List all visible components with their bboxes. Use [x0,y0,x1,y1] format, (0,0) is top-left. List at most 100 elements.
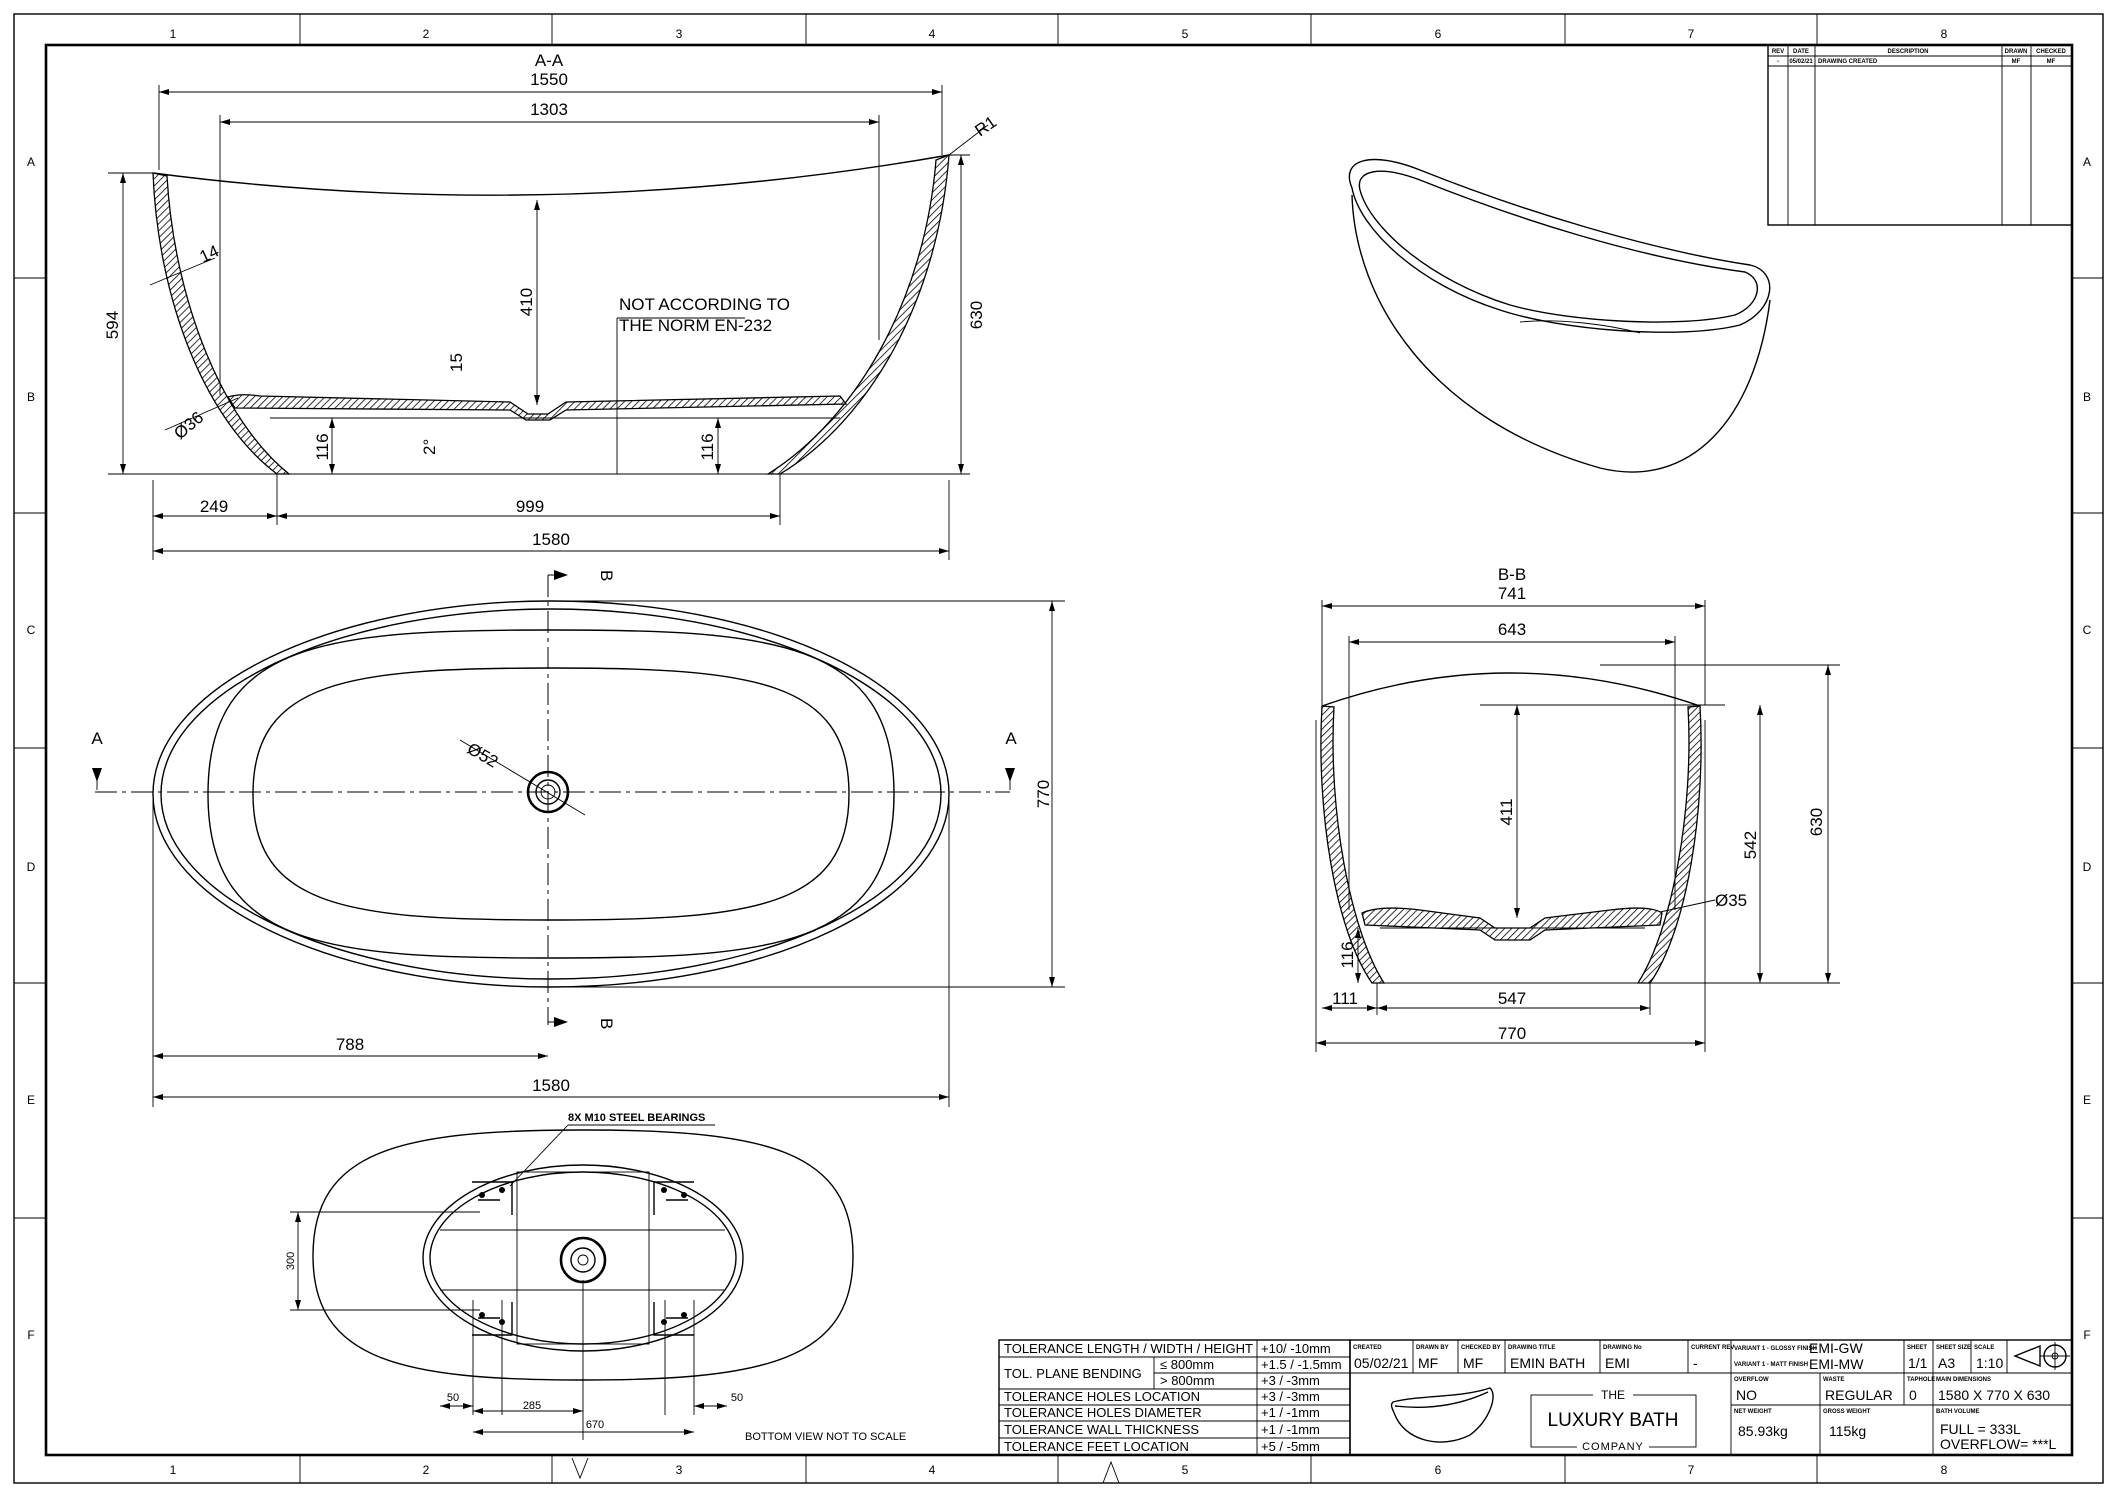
tolerance-value: +1 / -1mm [1261,1422,1320,1437]
projection-symbol-icon [2013,1342,2070,1370]
row-label: D [27,860,36,874]
row-label: C [27,623,36,637]
bath-volume-overflow: OVERFLOW= ***L [1940,1436,2057,1452]
drawn-cell: MF [2012,59,2021,65]
dim-116-bb: 116 [1338,941,1357,968]
gross-weight-value: 115kg [1829,1423,1866,1439]
tolerance-value: +10/ -10mm [1261,1341,1331,1356]
dim-999: 999 [516,497,544,516]
dim-300: 300 [285,1252,297,1270]
dim-788: 788 [336,1035,364,1054]
col-label: 7 [1688,1463,1695,1477]
bath-volume-label: BATH VOLUME [1936,1409,1980,1415]
col-label: 2 [423,1463,430,1477]
norm-note-line2: THE NORM EN-232 [619,316,772,335]
current-rev-label: CURRENT REV [1691,1345,1734,1351]
rev-cell: - [1777,59,1779,65]
bath-thumbnail-icon [1390,1387,1494,1443]
bearings-label: 8X M10 STEEL BEARINGS [568,1112,705,1124]
col-label: 1 [170,1463,177,1477]
tolerance-value: +3 / -3mm [1261,1373,1320,1388]
logo-name: LUXURY BATH [1548,1410,1679,1431]
section-a-marker-left: A [91,729,103,748]
col-label: 7 [1688,27,1695,41]
drawn-label: DRAWN BY [1416,1345,1449,1351]
section-bb-view: B-B 741 643 411 542 630 Ø35 116 111 547 … [1315,565,1840,1052]
sheet-size-label: SHEET SIZE [1936,1345,1971,1351]
col-label: 3 [676,1463,683,1477]
tolerance-label: TOLERANCE LENGTH / WIDTH / HEIGHT [1004,1341,1253,1356]
col-label: 8 [1941,27,1948,41]
dim-630: 630 [967,301,986,329]
row-label: B [2083,390,2091,404]
col-label: 6 [1435,27,1442,41]
dim-770: 770 [1034,780,1053,808]
scale-value: 1:10 [1976,1355,2003,1371]
dim-116-left: 116 [313,433,332,460]
tolerance-label: TOLERANCE WALL THICKNESS [1004,1422,1199,1437]
tolerance-value: +3 / -3mm [1261,1389,1320,1404]
dim-643: 643 [1498,620,1526,639]
dim-547: 547 [1498,989,1526,1008]
net-weight-value: 85.93kg [1738,1423,1788,1439]
dim-542: 542 [1741,831,1760,859]
col-label: 1 [170,27,177,41]
checked-header: CHECKED [2036,49,2066,55]
row-label: F [27,1328,34,1342]
glossy-label: VARIANT 1 - GLOSSY FINISH [1734,1346,1817,1352]
row-label: F [2083,1328,2090,1342]
sheet-label: SHEET [1907,1345,1927,1351]
section-aa-title: A-A [535,51,564,70]
sheet-value: 1/1 [1908,1355,1928,1371]
col-label: 3 [676,27,683,41]
description-header: DESCRIPTION [1887,49,1928,55]
tolerance-value: +1 / -1mm [1261,1405,1320,1420]
section-b-marker-bottom: B [597,1018,616,1029]
date-cell: 05/02/21 [1789,59,1813,65]
dim-249: 249 [200,497,228,516]
company-logo: THE LUXURY BATH COMPANY [1530,1388,1697,1453]
section-a-marker-right: A [1005,729,1017,748]
logo-the: THE [1601,1388,1625,1402]
dim-50-right: 50 [731,1392,743,1404]
dim-670: 670 [586,1419,604,1431]
dim-285: 285 [523,1400,541,1412]
main-dimensions-value: 1580 X 770 X 630 [1938,1387,2050,1403]
bottom-view: 8X M10 STEEL BEARINGS 300 50 50 285 670 … [285,1112,906,1443]
tolerance-label: TOLERANCE HOLES DIAMETER [1004,1405,1202,1420]
tolerance-label: TOL. PLANE BENDING [1004,1366,1142,1381]
row-label: B [27,390,35,404]
row-label: D [2083,860,2092,874]
row-label: C [2083,623,2092,637]
dim-50-left: 50 [447,1392,459,1404]
glossy-value: EMI-GW [1809,1340,1863,1356]
checked-label: CHECKED BY [1461,1345,1501,1351]
drawn-value: MF [1418,1355,1438,1371]
drawing-title-value: EMIN BATH [1510,1355,1585,1371]
dim-drain-52: Ø52 [464,739,501,772]
scale-label: SCALE [1974,1345,1994,1351]
col-label: 5 [1182,1463,1189,1477]
sheet-size-value: A3 [1938,1355,1955,1371]
rev-header: REV [1772,49,1784,55]
bath-perspective-view [1348,158,1771,473]
section-b-marker-top: B [597,570,616,581]
col-label: 4 [929,27,936,41]
main-dimensions-label: MAIN DIMENSIONS [1936,1377,1991,1383]
row-label: E [2083,1093,2091,1107]
dim-1580-top: 1580 [532,1076,570,1095]
tolerance-value: +1.5 / -1.5mm [1261,1357,1342,1372]
overflow-label: OVERFLOW [1734,1377,1769,1383]
col-label: 6 [1435,1463,1442,1477]
dim-741: 741 [1498,584,1526,603]
waste-label: WASTE [1823,1377,1844,1383]
dim-111: 111 [1332,989,1358,1008]
net-weight-label: NET WEIGHT [1734,1409,1772,1415]
dim-15: 15 [447,353,466,372]
section-bb-title: B-B [1498,565,1526,584]
created-label: CREATED [1353,1345,1382,1351]
col-label: 5 [1182,27,1189,41]
overflow-value: NO [1736,1387,1757,1403]
description-cell: DRAWING CREATED [1818,59,1878,65]
